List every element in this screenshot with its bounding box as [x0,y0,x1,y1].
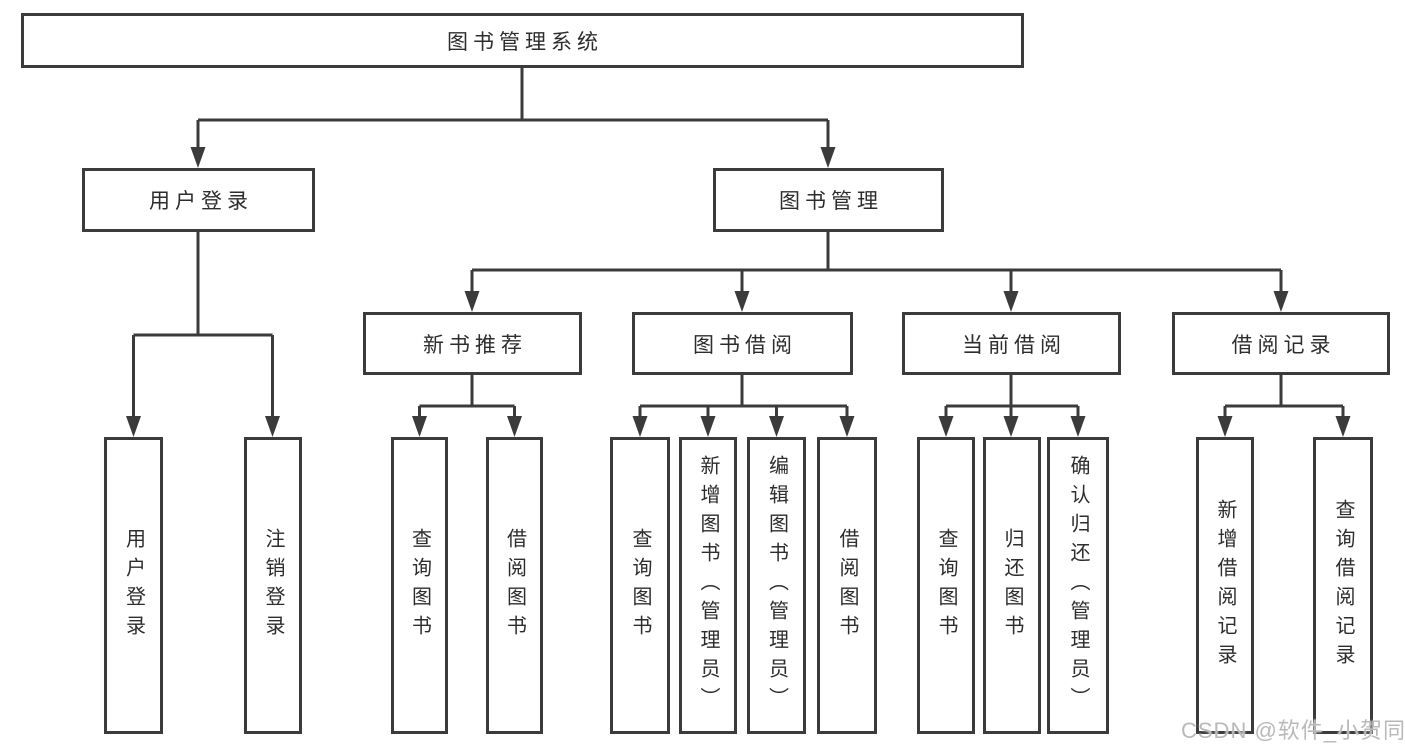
node-current-borrowing: 当前借阅 [902,312,1121,375]
leaf-borrow-books: 借阅图书 [817,437,877,734]
leaf-query-borrow-record: 查询借阅记录 [1313,437,1373,734]
leaf-borrow-books-recommend: 借阅图书 [486,437,543,734]
node-library-management-system: 图书管理系统 [21,13,1024,68]
leaf-logout: 注销登录 [244,437,302,734]
leaf-query-books-borrow: 查询图书 [610,437,670,734]
csdn-watermark: CSDN @软件_小贺同学 [1181,718,1405,743]
node-label: 查询图书 [408,527,431,644]
node-label: 借阅图书 [836,527,858,644]
node-label: 新书推荐 [423,333,527,357]
node-label: 归还图书 [1001,527,1023,644]
node-label: 借阅记录 [1231,333,1336,357]
node-label: 编辑图书（管理员） [765,455,788,716]
node-borrowing-records: 借阅记录 [1172,312,1390,375]
leaf-query-books-current: 查询图书 [917,437,975,734]
leaf-edit-book-admin: 编辑图书（管理员） [747,437,806,734]
node-user-login: 用户登录 [82,168,315,232]
node-label: 用户登录 [122,527,145,644]
node-label: 图书管理 [779,190,883,213]
node-new-book-recommendation: 新书推荐 [363,312,582,375]
leaf-add-borrow-record: 新增借阅记录 [1196,437,1254,734]
node-label: 新增图书（管理员） [697,455,719,716]
leaf-add-book-admin: 新增图书（管理员） [679,437,737,734]
leaf-user-login: 用户登录 [104,437,163,734]
node-book-borrowing: 图书借阅 [632,312,853,375]
leaf-query-books-recommend: 查询图书 [391,437,448,734]
node-label: 查询图书 [935,527,957,644]
leaf-confirm-return-admin: 确认归还（管理员） [1047,437,1109,734]
node-label: 确认归还（管理员） [1067,455,1089,716]
node-label: 新增借阅记录 [1214,498,1236,673]
node-label: 图书管理系统 [447,30,603,54]
node-label: 注销登录 [262,527,284,644]
node-label: 当前借阅 [962,333,1066,357]
node-label: 图书借阅 [693,333,797,357]
node-label: 查询借阅记录 [1332,498,1354,673]
node-label: 查询图书 [629,527,651,644]
node-label: 借阅图书 [503,527,526,644]
leaf-return-book: 归还图书 [983,437,1041,734]
node-book-management: 图书管理 [713,168,944,232]
node-label: 用户登录 [149,190,253,213]
